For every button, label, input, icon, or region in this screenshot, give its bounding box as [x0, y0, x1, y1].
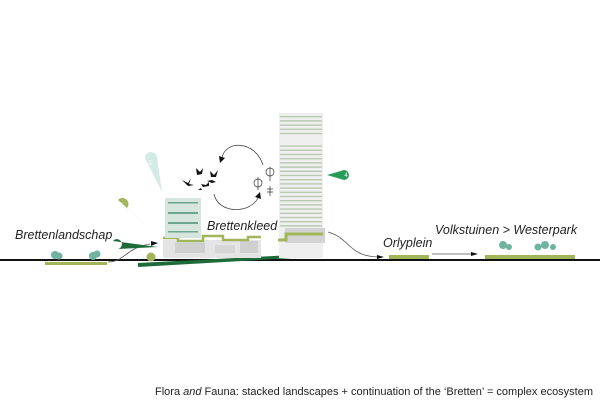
svg-text:1: 1: [114, 242, 118, 248]
tower-floor-stripe: [280, 166, 322, 168]
label-volkstuinen-westerpark: Volkstuinen > Westerpark: [435, 223, 578, 237]
tree-icons-right: [499, 241, 556, 251]
shrub: [146, 252, 156, 262]
brettenlandschap-pad: [45, 262, 107, 265]
tower-floor-stripe: [280, 149, 322, 151]
tree-icons-left: [51, 250, 101, 260]
tower-floor-stripe: [280, 225, 322, 227]
tower-floor-stripe: [280, 187, 322, 189]
tower-floor-stripe: [280, 116, 322, 118]
tower-floor-stripe: [280, 191, 322, 193]
marker-1: 1: [113, 239, 158, 249]
tower-floor-stripe: [280, 179, 322, 181]
volkstuinen-pad: [485, 255, 575, 259]
tower-floor-stripe: [280, 162, 322, 164]
tower-floor-stripe: [280, 124, 322, 126]
tower-floor-stripe: [280, 212, 322, 214]
tower-floor-stripe: [280, 200, 322, 202]
svg-text:4: 4: [344, 173, 348, 179]
birds-icon: [182, 168, 218, 190]
leaf-icons: [253, 167, 275, 196]
marker-4: 4: [327, 170, 349, 180]
tower-floor-stripe: [280, 174, 322, 177]
label-brettenlandschap: Brettenlandschap: [15, 228, 113, 242]
cycle-arrow-bottom: [213, 193, 259, 210]
tower-floor-stripe: [280, 221, 322, 223]
tower-floor-stripe: [280, 183, 322, 185]
tower-floor-stripe: [280, 208, 322, 210]
tower-floor-stripe: [280, 216, 322, 219]
label-orlyplein: Orlyplein: [383, 236, 433, 250]
svg-text:2: 2: [119, 203, 123, 209]
tower: [278, 113, 325, 258]
marker-2: 2: [118, 197, 160, 238]
tower-floor-stripe: [280, 158, 322, 160]
tower-floor-stripe: [280, 170, 322, 172]
brettenkleed-building: [163, 198, 261, 258]
tower-floor-stripe: [280, 120, 322, 122]
tower-floor-stripe: [280, 204, 322, 206]
svg-text:3: 3: [148, 161, 152, 167]
orlyplein-pad: [389, 255, 429, 259]
arrow-to-orlyplein: [327, 231, 379, 258]
tower-floor-stripe: [280, 128, 322, 130]
tower-floor-stripe: [280, 153, 322, 156]
tower-floor-stripe: [280, 195, 322, 198]
marker-3: 3: [145, 152, 162, 192]
tower-floor-stripe: [280, 132, 322, 135]
cycle-arrow-top: [221, 144, 264, 166]
tower-floor-stripe: [280, 145, 322, 147]
caption: Flora and Fauna: stacked landscapes + co…: [155, 386, 594, 398]
label-brettenkleed: Brettenkleed: [207, 219, 278, 233]
